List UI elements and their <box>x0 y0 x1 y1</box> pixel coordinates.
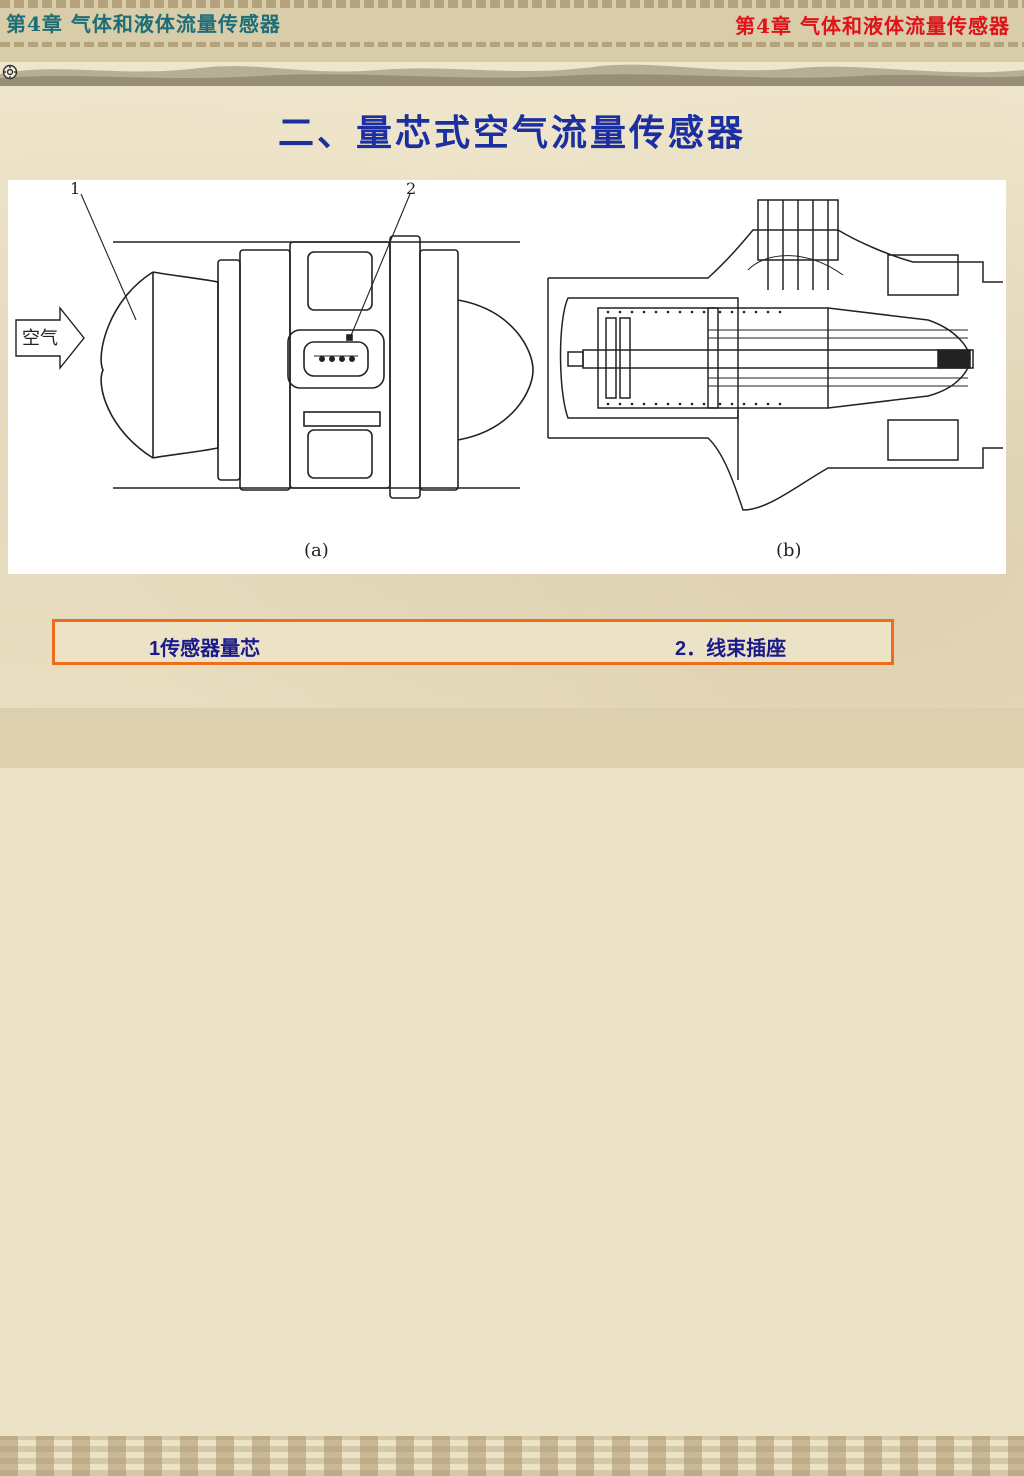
sensor-figure: 1 2 空气 (a) <box>8 180 1006 574</box>
caption-item-sensor-core: 1传感器量芯 <box>149 638 261 660</box>
caption-box: 1传感器量芯 2．线束插座 <box>52 619 894 665</box>
callout-label-2: 2 <box>406 180 416 198</box>
chapter-title-left: 第4章 气体和液体流量传感器 <box>6 12 281 36</box>
chapter-title-right: 第4章 气体和液体流量传感器 <box>735 14 1010 38</box>
footer-band <box>0 708 1024 1476</box>
sensor-drawing: 1 2 空气 (a) <box>15 180 1003 561</box>
caption-item-harness-socket: 2．线束插座 <box>675 638 787 660</box>
air-label: 空气 <box>22 328 58 349</box>
header-band <box>0 0 1024 62</box>
subfigure-label-b: (b) <box>776 540 802 561</box>
header-fret-line <box>0 42 1024 47</box>
header-fret-pattern <box>0 0 1024 8</box>
ink-mountain-strip <box>0 64 1024 86</box>
callout-label-1: 1 <box>70 180 80 198</box>
slide-title: 二、量芯式空气流量传感器 <box>277 112 746 154</box>
drawing-b-dots <box>606 310 782 406</box>
drawing-a <box>15 193 534 499</box>
gear-sound-icon[interactable] <box>2 64 18 80</box>
drawing-b <box>547 199 1003 511</box>
subfigure-label-a: (a) <box>304 540 329 561</box>
footer-fret-pattern <box>0 1436 1024 1476</box>
